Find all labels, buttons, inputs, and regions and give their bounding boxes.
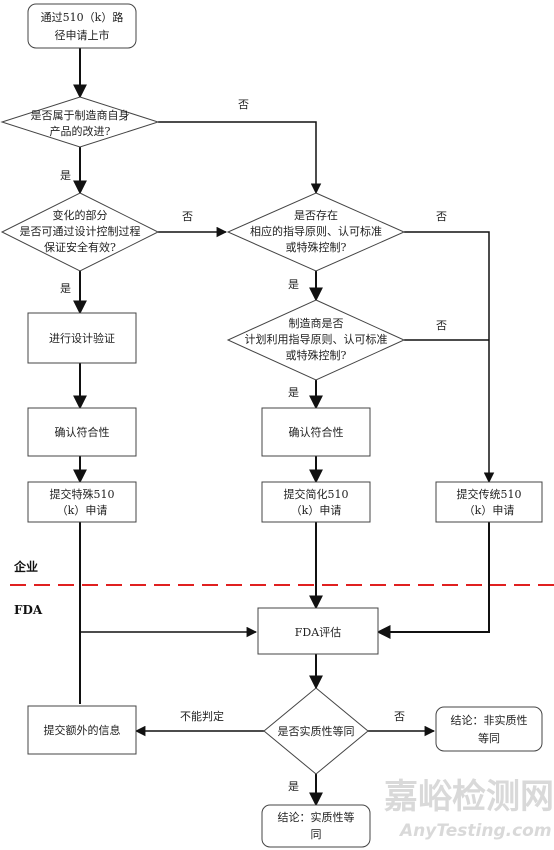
decision-design-control-line-3: 保证安全有效? — [44, 240, 116, 254]
edge-label-yes-2: 是 — [60, 282, 71, 295]
start-node: 通过510（k）路 径申请上市 — [27, 3, 137, 49]
watermark-en: AnyTesting.com — [398, 821, 552, 841]
start-line-2: 径申请上市 — [55, 28, 110, 42]
decision-plan-use-line-3: 或特殊控制? — [286, 348, 347, 362]
section-label-fda: FDA — [14, 603, 43, 617]
decision-own-product-line-1: 是否属于制造商自身 — [31, 108, 130, 122]
connectors — [73, 48, 495, 807]
edge-label-yes-3: 是 — [288, 278, 299, 291]
conclusion-equivalent-line-2: 同 — [311, 828, 322, 841]
decision-guidance-exists: 是否存在 相应的指导原则、认可标准 或特殊控制? — [226, 192, 406, 272]
submit-extra-info-label: 提交额外的信息 — [44, 723, 121, 737]
submit-special-box: 提交特殊510 （k）申请 — [27, 481, 137, 523]
decision-substantial-equivalence: 是否实质性等同 — [263, 687, 369, 775]
edge-trad-to-fda — [376, 522, 490, 639]
decision-own-product-line-2: 产品的改进? — [50, 124, 111, 138]
submit-special-line-1: 提交特殊510 — [50, 487, 115, 501]
submit-abbreviated-box: 提交简化510 （k）申请 — [261, 481, 371, 523]
design-verification-box: 进行设计验证 — [27, 312, 137, 364]
decision-guidance-exists-line-1: 是否存在 — [294, 208, 338, 222]
decision-substantial-equivalence-label: 是否实质性等同 — [278, 724, 355, 738]
confirm-conformity-box-1: 确认符合性 — [27, 407, 137, 457]
edge-label-no-4: 否 — [436, 319, 447, 332]
submit-abbreviated-line-2: （k）申请 — [291, 504, 342, 517]
edge-label-undetermined: 不能判定 — [180, 709, 224, 723]
edge-labels: 否 是 否 否 是 是 否 是 不能判定 否 是 — [60, 98, 447, 793]
decision-plan-use-line-1: 制造商是否 — [289, 316, 344, 330]
confirm-conformity-box-2: 确认符合性 — [261, 407, 371, 457]
fda-eval-box: FDA评估 — [257, 607, 379, 655]
conclusion-not-equivalent-line-2: 等同 — [478, 731, 500, 745]
decision-guidance-exists-line-2: 相应的指导原则、认可标准 — [250, 224, 382, 238]
edge-label-no-3: 否 — [436, 210, 447, 223]
submit-special-line-2: （k）申请 — [57, 504, 108, 517]
confirm-conformity-label-1: 确认符合性 — [55, 425, 110, 439]
submit-traditional-line-1: 提交传统510 — [457, 487, 522, 501]
submit-extra-info-box: 提交额外的信息 — [27, 705, 137, 755]
edge-label-yes-1: 是 — [60, 169, 71, 182]
confirm-conformity-label-2: 确认符合性 — [289, 425, 344, 439]
edge-label-no-2: 否 — [182, 210, 193, 223]
edge-label-no-5: 否 — [394, 710, 405, 723]
decision-own-product: 是否属于制造商自身 产品的改进? — [0, 96, 160, 148]
decision-design-control: 变化的部分 是否可通过设计控制过程 保证安全有效? — [0, 192, 160, 272]
edge-label-no-1: 否 — [238, 98, 249, 111]
edge-label-yes-4: 是 — [288, 386, 299, 399]
edge-q3-no — [404, 231, 495, 484]
edge-q1-no — [158, 121, 322, 195]
submit-abbreviated-line-1: 提交简化510 — [284, 487, 349, 501]
submit-traditional-box: 提交传统510 （k）申请 — [435, 481, 543, 523]
watermark-cn: 嘉峪检测网 — [384, 777, 554, 817]
edge-label-yes-5: 是 — [288, 780, 299, 793]
conclusion-equivalent-line-1: 结论：实质性等 — [278, 810, 355, 824]
conclusion-not-equivalent-box: 结论：非实质性 等同 — [435, 706, 543, 752]
decision-design-control-line-1: 变化的部分 — [53, 208, 108, 222]
conclusion-not-equivalent-line-1: 结论：非实质性 — [451, 713, 528, 727]
decision-design-control-line-2: 是否可通过设计控制过程 — [20, 224, 141, 238]
section-label-enterprise: 企业 — [13, 559, 38, 574]
start-line-1: 通过510（k）路 — [41, 11, 124, 24]
decision-plan-use: 制造商是否 计划利用指导原则、认可标准 或特殊控制? — [226, 299, 406, 381]
fda-eval-label: FDA评估 — [295, 626, 341, 639]
decision-guidance-exists-line-3: 或特殊控制? — [286, 240, 347, 254]
conclusion-equivalent-box: 结论：实质性等 同 — [261, 804, 371, 848]
submit-traditional-line-2: （k）申请 — [464, 504, 515, 517]
decision-plan-use-line-2: 计划利用指导原则、认可标准 — [245, 332, 388, 346]
design-verification-label: 进行设计验证 — [49, 331, 115, 345]
